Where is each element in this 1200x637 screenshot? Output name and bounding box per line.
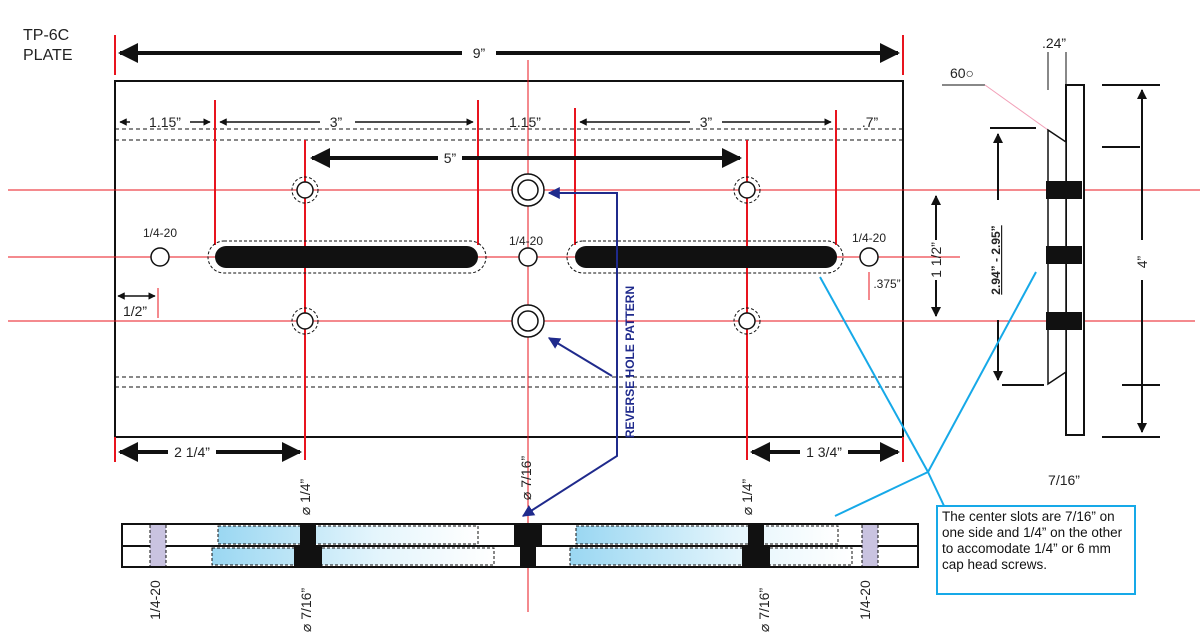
bottom-dia-label-right: ⌀ 7/16” (756, 588, 772, 633)
callout-leader-4 (927, 471, 946, 509)
hole-lower-center (511, 304, 545, 338)
tap-hole-left (150, 247, 170, 267)
dim-thickness-label: 7/16” (1048, 472, 1080, 488)
bottom-tap-label-left: 1/4-20 (147, 580, 163, 620)
bottom-channel-upper-left (217, 525, 479, 545)
dia-label-right: ⌀ 1/4” (739, 478, 755, 515)
slot-right (566, 240, 844, 274)
hole-lower-right (733, 307, 761, 335)
bottom-bore-right-lower (742, 546, 770, 566)
bottom-channel-lower-right (569, 547, 853, 566)
reverse-pattern-arrow-mid (547, 337, 613, 377)
dim-9in-label: 9” (473, 45, 486, 61)
dim-3-left-label: 3” (330, 114, 343, 130)
dim-375-label: .375” (873, 277, 900, 291)
dim-half-label: 1/2” (123, 303, 147, 319)
dim-115-left-label: 1.15” (149, 114, 181, 130)
dim-slot-span-label: 2.94” - 2.95” (989, 225, 1003, 294)
tap-label-center: 1/4-20 (509, 234, 543, 248)
dim-5in-label: 5” (444, 150, 457, 166)
hole-upper-left (291, 176, 319, 204)
dim-left-offset-label: 2 1/4” (174, 444, 210, 460)
callout-leader-3 (834, 471, 929, 517)
drawing-title-line2: PLATE (23, 47, 73, 64)
tap-hole-center (518, 247, 538, 267)
profile-slot-lower (1046, 312, 1082, 330)
dim-top-thickness-label: .24” (1042, 35, 1066, 51)
bottom-channel-upper-right (575, 525, 839, 545)
bottom-tap-label-right: 1/4-20 (857, 580, 873, 620)
bottom-bore-right-upper (748, 525, 764, 546)
callout-leader-2 (927, 271, 1037, 473)
reverse-pattern-label: REVERSE HOLE PATTERN (623, 286, 637, 438)
dim-row-spacing-label: 1 1/2” (928, 242, 944, 278)
angle-label: 60○ (950, 65, 974, 81)
callout-leader-1 (819, 276, 929, 473)
hole-upper-right (733, 176, 761, 204)
bottom-bore-center-lower (520, 546, 536, 566)
bottom-dia-label-left: ⌀ 7/16” (298, 588, 314, 633)
tap-label-left: 1/4-20 (143, 226, 177, 240)
slot-callout-box: The center slots are 7/16” on one side a… (936, 505, 1136, 595)
hole-upper-center (511, 173, 545, 207)
bottom-tap-left (150, 525, 166, 566)
dia-label-center: ⌀ 7/16” (518, 456, 534, 501)
dim-right-offset-label: 1 3/4” (806, 444, 842, 460)
drawing-title-line1: TP-6C (23, 27, 69, 44)
slot-left (207, 240, 487, 274)
dim-3-right-label: 3” (700, 114, 713, 130)
dim-115-mid-label: 1.15” (509, 114, 541, 130)
dia-label-left: ⌀ 1/4” (297, 478, 313, 515)
reverse-pattern-line (521, 192, 618, 517)
bottom-bore-left-lower (294, 546, 322, 566)
tap-label-right: 1/4-20 (852, 231, 886, 245)
profile-slot-middle (1046, 246, 1082, 264)
angle-leader (984, 84, 1049, 131)
hole-lower-left (291, 307, 319, 335)
tap-hole-right (859, 247, 879, 267)
bottom-channel-lower-left (211, 547, 495, 566)
bottom-bore-left-upper (300, 525, 316, 546)
bottom-bore-center-upper (514, 525, 542, 546)
profile-slot-upper (1046, 181, 1082, 199)
bottom-tap-right (862, 525, 878, 566)
dim-07-label: .7” (862, 114, 879, 130)
plate-top-view (114, 80, 904, 438)
dim-width-label: 4” (1134, 255, 1150, 268)
